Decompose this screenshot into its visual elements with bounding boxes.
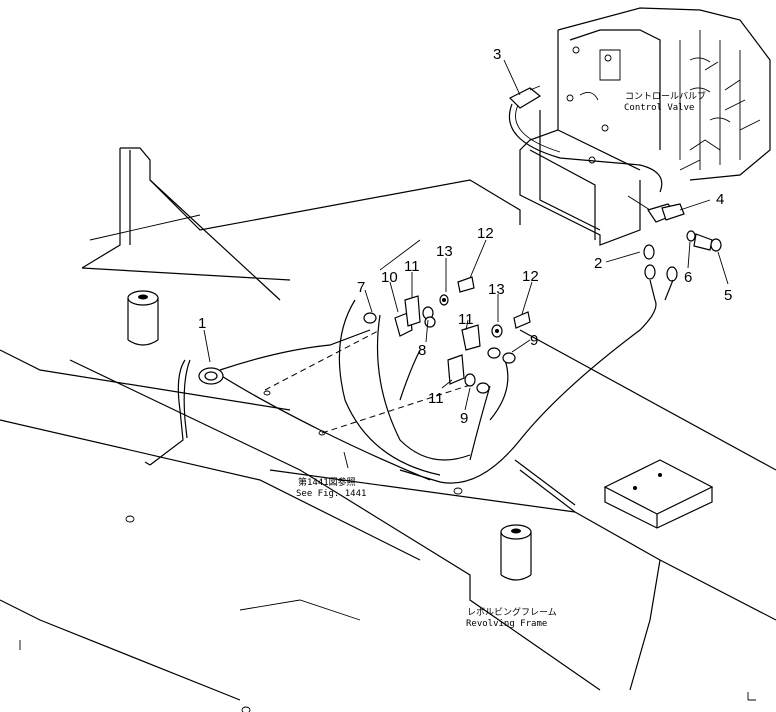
callout-9b: 9 — [460, 410, 468, 427]
callout-1: 1 — [198, 315, 206, 332]
callout-11a: 11 — [404, 258, 420, 275]
callout-11b: 11 — [458, 311, 474, 328]
callout-7: 7 — [357, 279, 365, 296]
dashed-leader-2 — [321, 384, 471, 434]
callout-3: 3 — [493, 46, 501, 63]
callout-8: 8 — [418, 342, 426, 359]
callout-5: 5 — [724, 287, 732, 304]
control-valve-label-en: Control Valve — [624, 103, 694, 113]
callout-10: 10 — [381, 269, 398, 286]
clamp-parts — [363, 276, 531, 394]
callout-9a: 9 — [530, 332, 538, 349]
revolving-frame-label-en: Revolving Frame — [466, 619, 547, 629]
fitting-assembly-right — [627, 195, 722, 282]
wire-harness — [144, 279, 674, 484]
callout-2: 2 — [594, 255, 602, 272]
callout-13b: 13 — [488, 281, 505, 298]
callout-11c: 11 — [428, 390, 444, 407]
revolving-frame — [0, 147, 776, 712]
callout-12a: 12 — [477, 225, 494, 242]
control-valve-label-jp: コントロールバルブ — [625, 90, 706, 102]
callout-12b: 12 — [522, 268, 539, 285]
control-valve — [519, 7, 771, 246]
grommet — [198, 367, 224, 385]
switch-lead — [508, 103, 663, 193]
see-fig-label-jp: 第1441図参照 — [298, 476, 356, 488]
callout-13a: 13 — [436, 243, 453, 260]
see-fig-label-en: See Fig. 1441 — [296, 489, 366, 499]
post-left — [127, 290, 159, 346]
callout-4: 4 — [716, 191, 724, 208]
pressure-switch — [508, 85, 542, 109]
mount-block — [603, 459, 714, 529]
revolving-frame-label-jp: レボルビングフレーム — [467, 606, 557, 618]
leader-lines — [203, 59, 729, 469]
callout-6: 6 — [684, 269, 692, 286]
post-right — [500, 524, 532, 581]
dashed-leader-1 — [264, 329, 381, 391]
